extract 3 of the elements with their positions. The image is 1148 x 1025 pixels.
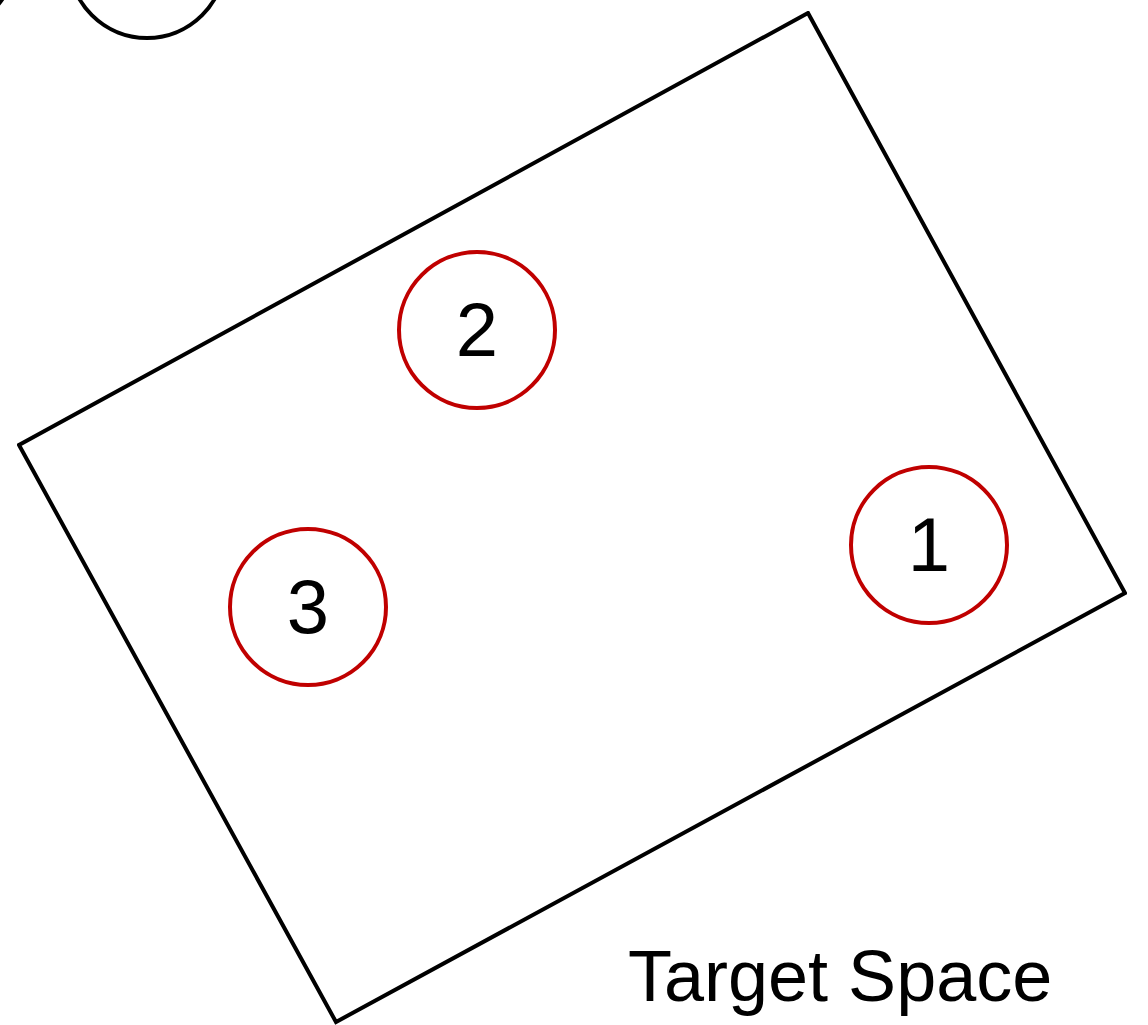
- circle-number: 3: [286, 569, 330, 645]
- circle-number: 1: [907, 507, 951, 583]
- circle-number: 2: [455, 292, 499, 368]
